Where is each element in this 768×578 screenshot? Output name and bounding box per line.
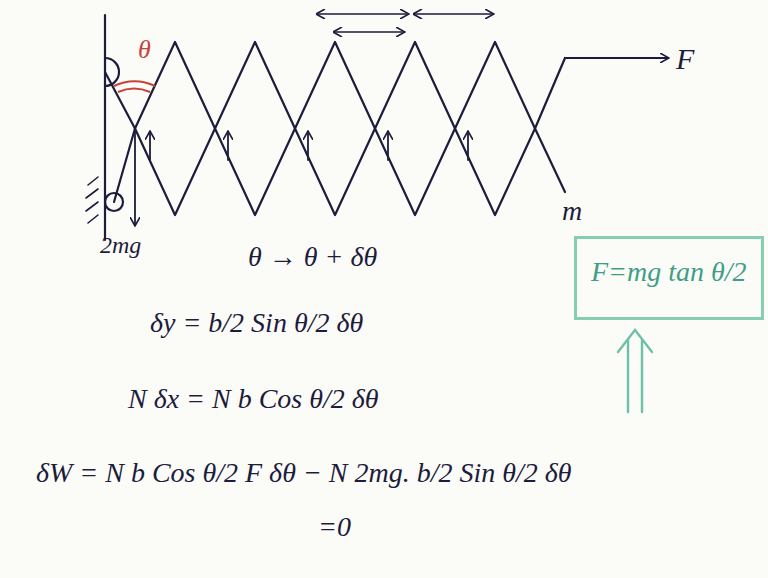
result-formula: F=mg tan θ/2 bbox=[591, 257, 747, 288]
angle-arc bbox=[114, 81, 155, 92]
equation: N δx = N b Cos θ/2 δθ bbox=[128, 384, 379, 415]
force-label: F bbox=[676, 42, 694, 75]
equation: =0 bbox=[318, 512, 351, 543]
rods bbox=[135, 42, 565, 215]
angle-label: θ bbox=[138, 36, 151, 65]
equation: δy = b/2 Sin θ/2 δθ bbox=[150, 308, 363, 339]
force-arrow bbox=[565, 57, 668, 59]
rods bbox=[135, 42, 565, 215]
implies-arrow bbox=[618, 330, 652, 412]
equation: δW = N b Cos θ/2 F δθ − N 2mg. b/2 Sin θ… bbox=[36, 458, 572, 489]
result-box: F=mg tan θ/2 bbox=[574, 236, 764, 320]
mass-label: m bbox=[562, 196, 582, 227]
equation: θ → θ + δθ bbox=[248, 242, 377, 273]
weight-label: 2mg bbox=[100, 232, 141, 258]
weight-arrow bbox=[134, 129, 136, 226]
wall-pivot bbox=[105, 58, 119, 86]
